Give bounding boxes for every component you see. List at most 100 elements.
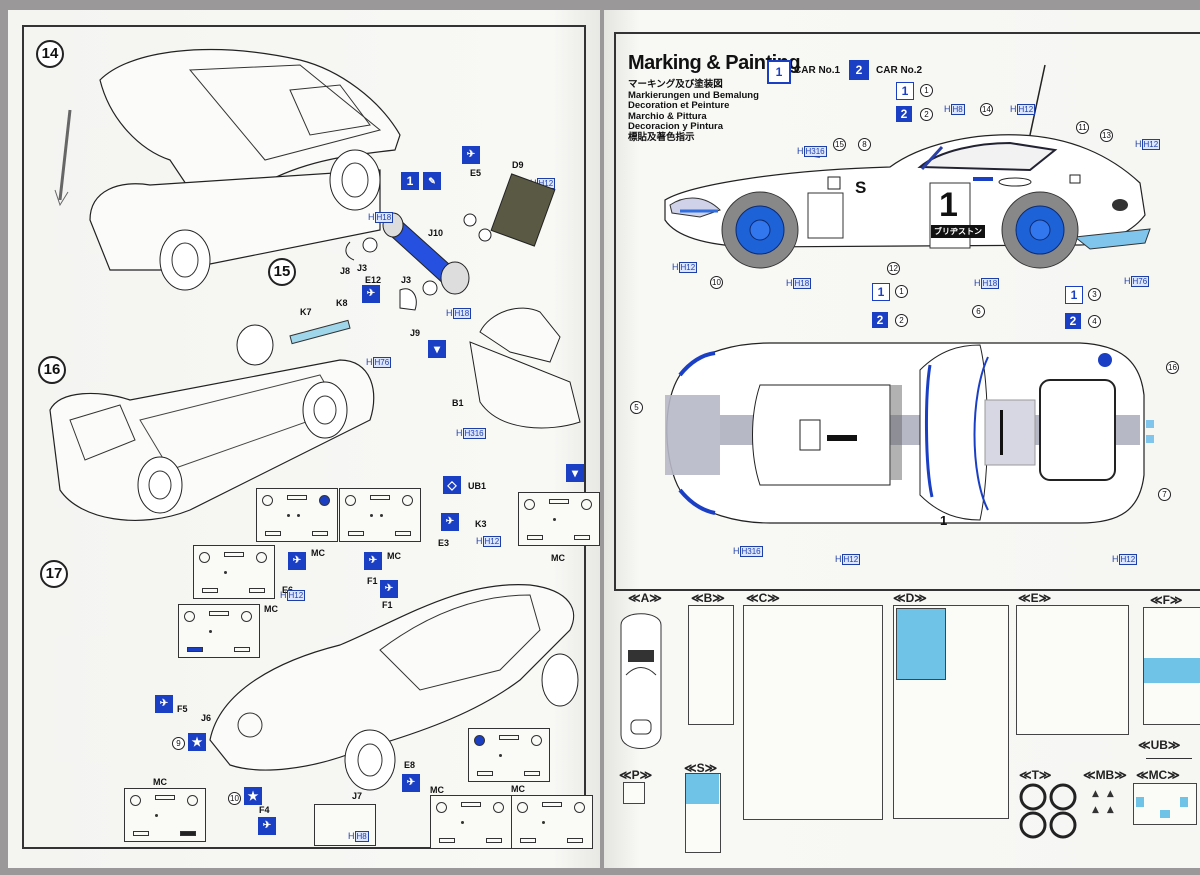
runner-ub-antenna [1146, 758, 1192, 759]
subtitle-spanish: Decoracion y Pintura [628, 121, 724, 132]
car2-badge: 2 [849, 60, 869, 80]
runner-title-mb: ≪MB≫ [1083, 768, 1127, 782]
part-label-j3: J3 [401, 275, 412, 285]
part-label-j7: J7 [352, 791, 363, 801]
part-label-e8: E8 [404, 760, 416, 770]
color-code-value: H12 [1016, 104, 1036, 115]
glue-icon: ✈ [441, 513, 459, 531]
subtitle-chinese: 標貼及著色指示 [628, 131, 695, 143]
part-label-mc: MC [264, 604, 278, 614]
part-label-f5: F5 [177, 704, 188, 714]
step14-car-body-illustration [54, 49, 401, 291]
car-top-view [665, 342, 1154, 524]
color-code-value: H316 [803, 146, 827, 157]
subtitle-italian: Marchio & Pittura [628, 110, 707, 122]
decal-ref-4: 4 [1088, 315, 1101, 328]
color-code-value: H316 [462, 428, 486, 439]
decal-ref-1: 1 [920, 84, 933, 97]
decal-ref-3: 3 [1088, 288, 1101, 301]
runner-b [688, 605, 734, 725]
runner-e [1016, 605, 1129, 735]
color-code-value: H12 [482, 536, 502, 547]
step16-rear-valance-illustration [469, 307, 581, 429]
glue-icon: ✈ [402, 774, 420, 792]
color-code-value: H8 [950, 104, 965, 115]
runner-title-c: ≪C≫ [746, 591, 780, 605]
decal-ref-10: 10 [228, 792, 241, 805]
part-label-k3: K3 [475, 519, 487, 529]
car1-badge: 1 [896, 82, 914, 100]
subtitle-german: Markierungen und Bemalung [628, 89, 759, 101]
runner-title-e: ≪E≫ [1018, 591, 1052, 605]
decal-ref-9: 9 [172, 737, 185, 750]
runner-title-b: ≪B≫ [691, 591, 725, 605]
mc-sheet-diagram [511, 795, 593, 849]
runner-mc-blue-part [1160, 810, 1170, 818]
part-label-mc: MC [387, 551, 401, 561]
color-code-value: H12 [286, 590, 306, 601]
glue-icon: ✈ [362, 285, 380, 303]
color-code-value: H12 [841, 554, 861, 565]
part-label-f4: F4 [259, 805, 270, 815]
part-label-mc: MC [551, 553, 565, 563]
runner-c [743, 605, 883, 820]
car-side-view [664, 64, 1151, 269]
color-code-value: H18 [980, 278, 1000, 289]
car1-badge: 1 [872, 283, 890, 301]
color-code-value: H18 [374, 212, 394, 223]
color-code-value: H12 [678, 262, 698, 273]
mc-sheet-diagram [178, 604, 260, 658]
runner-title-p: ≪P≫ [619, 768, 653, 782]
part-label-j3: J3 [357, 263, 368, 273]
part-label-e5: E5 [470, 168, 482, 178]
car1-badge: 1 [767, 60, 791, 84]
part-label-ub1: UB1 [468, 481, 487, 491]
glue-icon: ✈ [380, 580, 398, 598]
decal-ref-2: 2 [895, 314, 908, 327]
step16-chassis-underside-illustration [49, 319, 375, 521]
decal-ref-16: 16 [1166, 361, 1179, 374]
decal-ref-5: 5 [630, 401, 643, 414]
glue-icon: ✈ [155, 695, 173, 713]
part-label-e3: E3 [438, 538, 450, 548]
color-code-value: H18 [452, 308, 472, 319]
mc-sheet-diagram [124, 788, 206, 842]
runner-title-f: ≪F≫ [1150, 593, 1183, 607]
runner-title-a: ≪A≫ [628, 591, 662, 605]
glue-icon: ✈ [364, 552, 382, 570]
race-number-side: 1 [939, 186, 958, 224]
mc-sheet-diagram [193, 545, 275, 599]
mc-sheet-diagram [256, 488, 338, 542]
subtitle-japanese: マーキング及び塗装図 [628, 79, 723, 90]
part-label-mc: MC [430, 785, 444, 795]
diamond-tool-icon: ◇ [443, 476, 461, 494]
step-number-14: 14 [36, 40, 64, 68]
assembly-steps-frame [22, 25, 586, 849]
car1-badge: 1 [1065, 286, 1083, 304]
part-label-f1: F1 [367, 576, 378, 586]
part-label-b1: B1 [452, 398, 464, 408]
decal-ref-8: 8 [858, 138, 871, 151]
step17-car-body-illustration [209, 583, 579, 791]
step-number-16: 16 [38, 356, 66, 384]
runner-title-t: ≪T≫ [1019, 768, 1052, 782]
multilingual-subtitle: マーキング及び塗装図 Markierungen und Bemalung Dec… [628, 79, 759, 143]
runner-mc-blue-part [1180, 797, 1188, 807]
decal-ref-10: 10 [710, 276, 723, 289]
runner-title-d: ≪D≫ [893, 591, 927, 605]
part-label-j8: J8 [340, 266, 351, 276]
step-number-15: 15 [268, 258, 296, 286]
